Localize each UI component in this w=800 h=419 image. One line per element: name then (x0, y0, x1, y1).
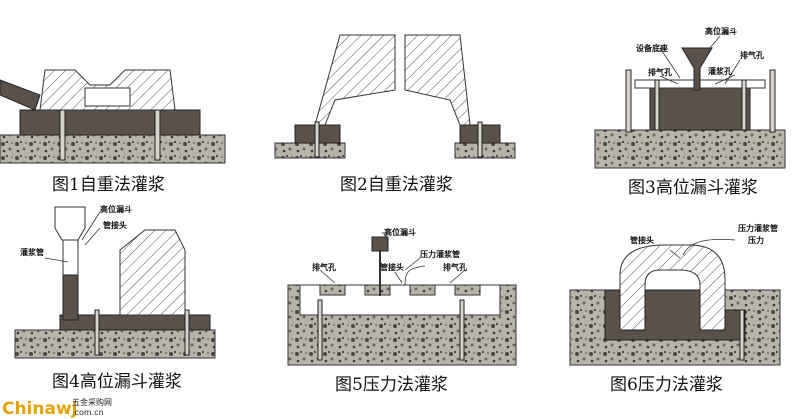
watermark-logo: Chinawj 五金采购网 .com.cn (2, 397, 112, 419)
figure-1: 图1自重法灌浆 (0, 69, 226, 195)
anchor-bolt (769, 69, 776, 133)
grout-pipe (62, 239, 79, 276)
foundation-right (454, 142, 516, 159)
figure-3-caption: 图3高位漏斗灌浆 (628, 178, 758, 198)
high-funnel (371, 236, 389, 252)
anchor-bolt (739, 309, 745, 361)
anchor-bolt (59, 109, 66, 161)
figure-2: 图2自重法灌浆 (274, 34, 516, 195)
label-grout-pipe: 灌浆管 (20, 247, 44, 257)
foundation-left (274, 142, 346, 159)
anchor-bolt (94, 309, 100, 356)
label-high-funnel: 高位漏斗 (705, 26, 737, 36)
label-vent-hole-right: 排气孔 (740, 50, 764, 60)
label-vent-hole-left: 排气孔 (312, 262, 336, 272)
high-funnel (54, 206, 86, 241)
label-vent-hole-left: 排气孔 (648, 67, 672, 77)
watermark-brand: Chinawj (2, 399, 78, 419)
figure-2-caption: 图2自重法灌浆 (340, 175, 453, 195)
anchor-bolt (625, 69, 632, 133)
anchor-bolt (477, 121, 483, 158)
grout-layer (19, 109, 201, 136)
anchor-bolt (317, 299, 323, 361)
label-high-funnel: 高位漏斗 (100, 204, 132, 214)
figure-6-caption: 图6压力法灌浆 (610, 375, 723, 395)
figure-5: 高位漏斗 压力灌浆管 排气孔 管接头 排气孔 图5压力法灌浆 (287, 227, 517, 395)
equipment-right (404, 34, 471, 126)
figure-6: 管接头 压力灌浆管 压力 图6压力法灌浆 (569, 223, 781, 395)
label-pressure-grout-pipe: 压力灌浆管 (420, 249, 460, 259)
figure-5-caption: 图5压力法灌浆 (335, 375, 448, 395)
anchor-bolt (459, 299, 465, 361)
grout-chute (0, 79, 41, 111)
equipment-block (84, 87, 131, 107)
label-high-funnel: 高位漏斗 (384, 227, 416, 237)
grout-layer (649, 87, 751, 131)
label-grout-hole: 灌浆孔 (708, 66, 732, 76)
funnel-pipe (379, 251, 381, 296)
figure-4-caption: 图4高位漏斗灌浆 (52, 372, 182, 392)
foundation (594, 129, 786, 169)
label-vent-hole-right: 排气孔 (443, 262, 467, 272)
label-equipment-base: 设备底座 (636, 43, 668, 53)
equipment-body (119, 229, 186, 316)
funnel (681, 47, 713, 91)
equipment-left (314, 34, 396, 126)
label-pressure-grout-pipe: 压力灌浆管 (738, 223, 778, 233)
foundation (14, 329, 216, 359)
anchor-bolt (154, 109, 161, 161)
watermark-cn: 五金采购网 (72, 397, 112, 407)
grout-layer (604, 289, 746, 341)
foundation (0, 134, 226, 164)
anchor-bolt (184, 309, 190, 356)
figure-3: 高位漏斗 设备底座 排气孔 灌浆孔 排气孔 图3高位漏斗灌浆 (594, 26, 786, 198)
anchor-bolt (741, 79, 747, 131)
anchor-bolt (654, 79, 660, 131)
label-pipe-joint: 管接头 (630, 235, 654, 245)
equipment-base (299, 284, 501, 316)
figure-4: 高位漏斗 管接头 灌浆管 图4高位漏斗灌浆 (14, 204, 216, 392)
watermark-domain: .com.cn (72, 408, 104, 417)
figure-1-caption: 图1自重法灌浆 (52, 175, 165, 195)
label-pressure: 压力 (748, 235, 764, 245)
grout-pipe-fill (62, 274, 79, 321)
label-pipe-joint: 管接头 (380, 262, 404, 272)
anchor-bolt (314, 121, 320, 158)
label-pipe-joint: 管接头 (103, 220, 127, 230)
